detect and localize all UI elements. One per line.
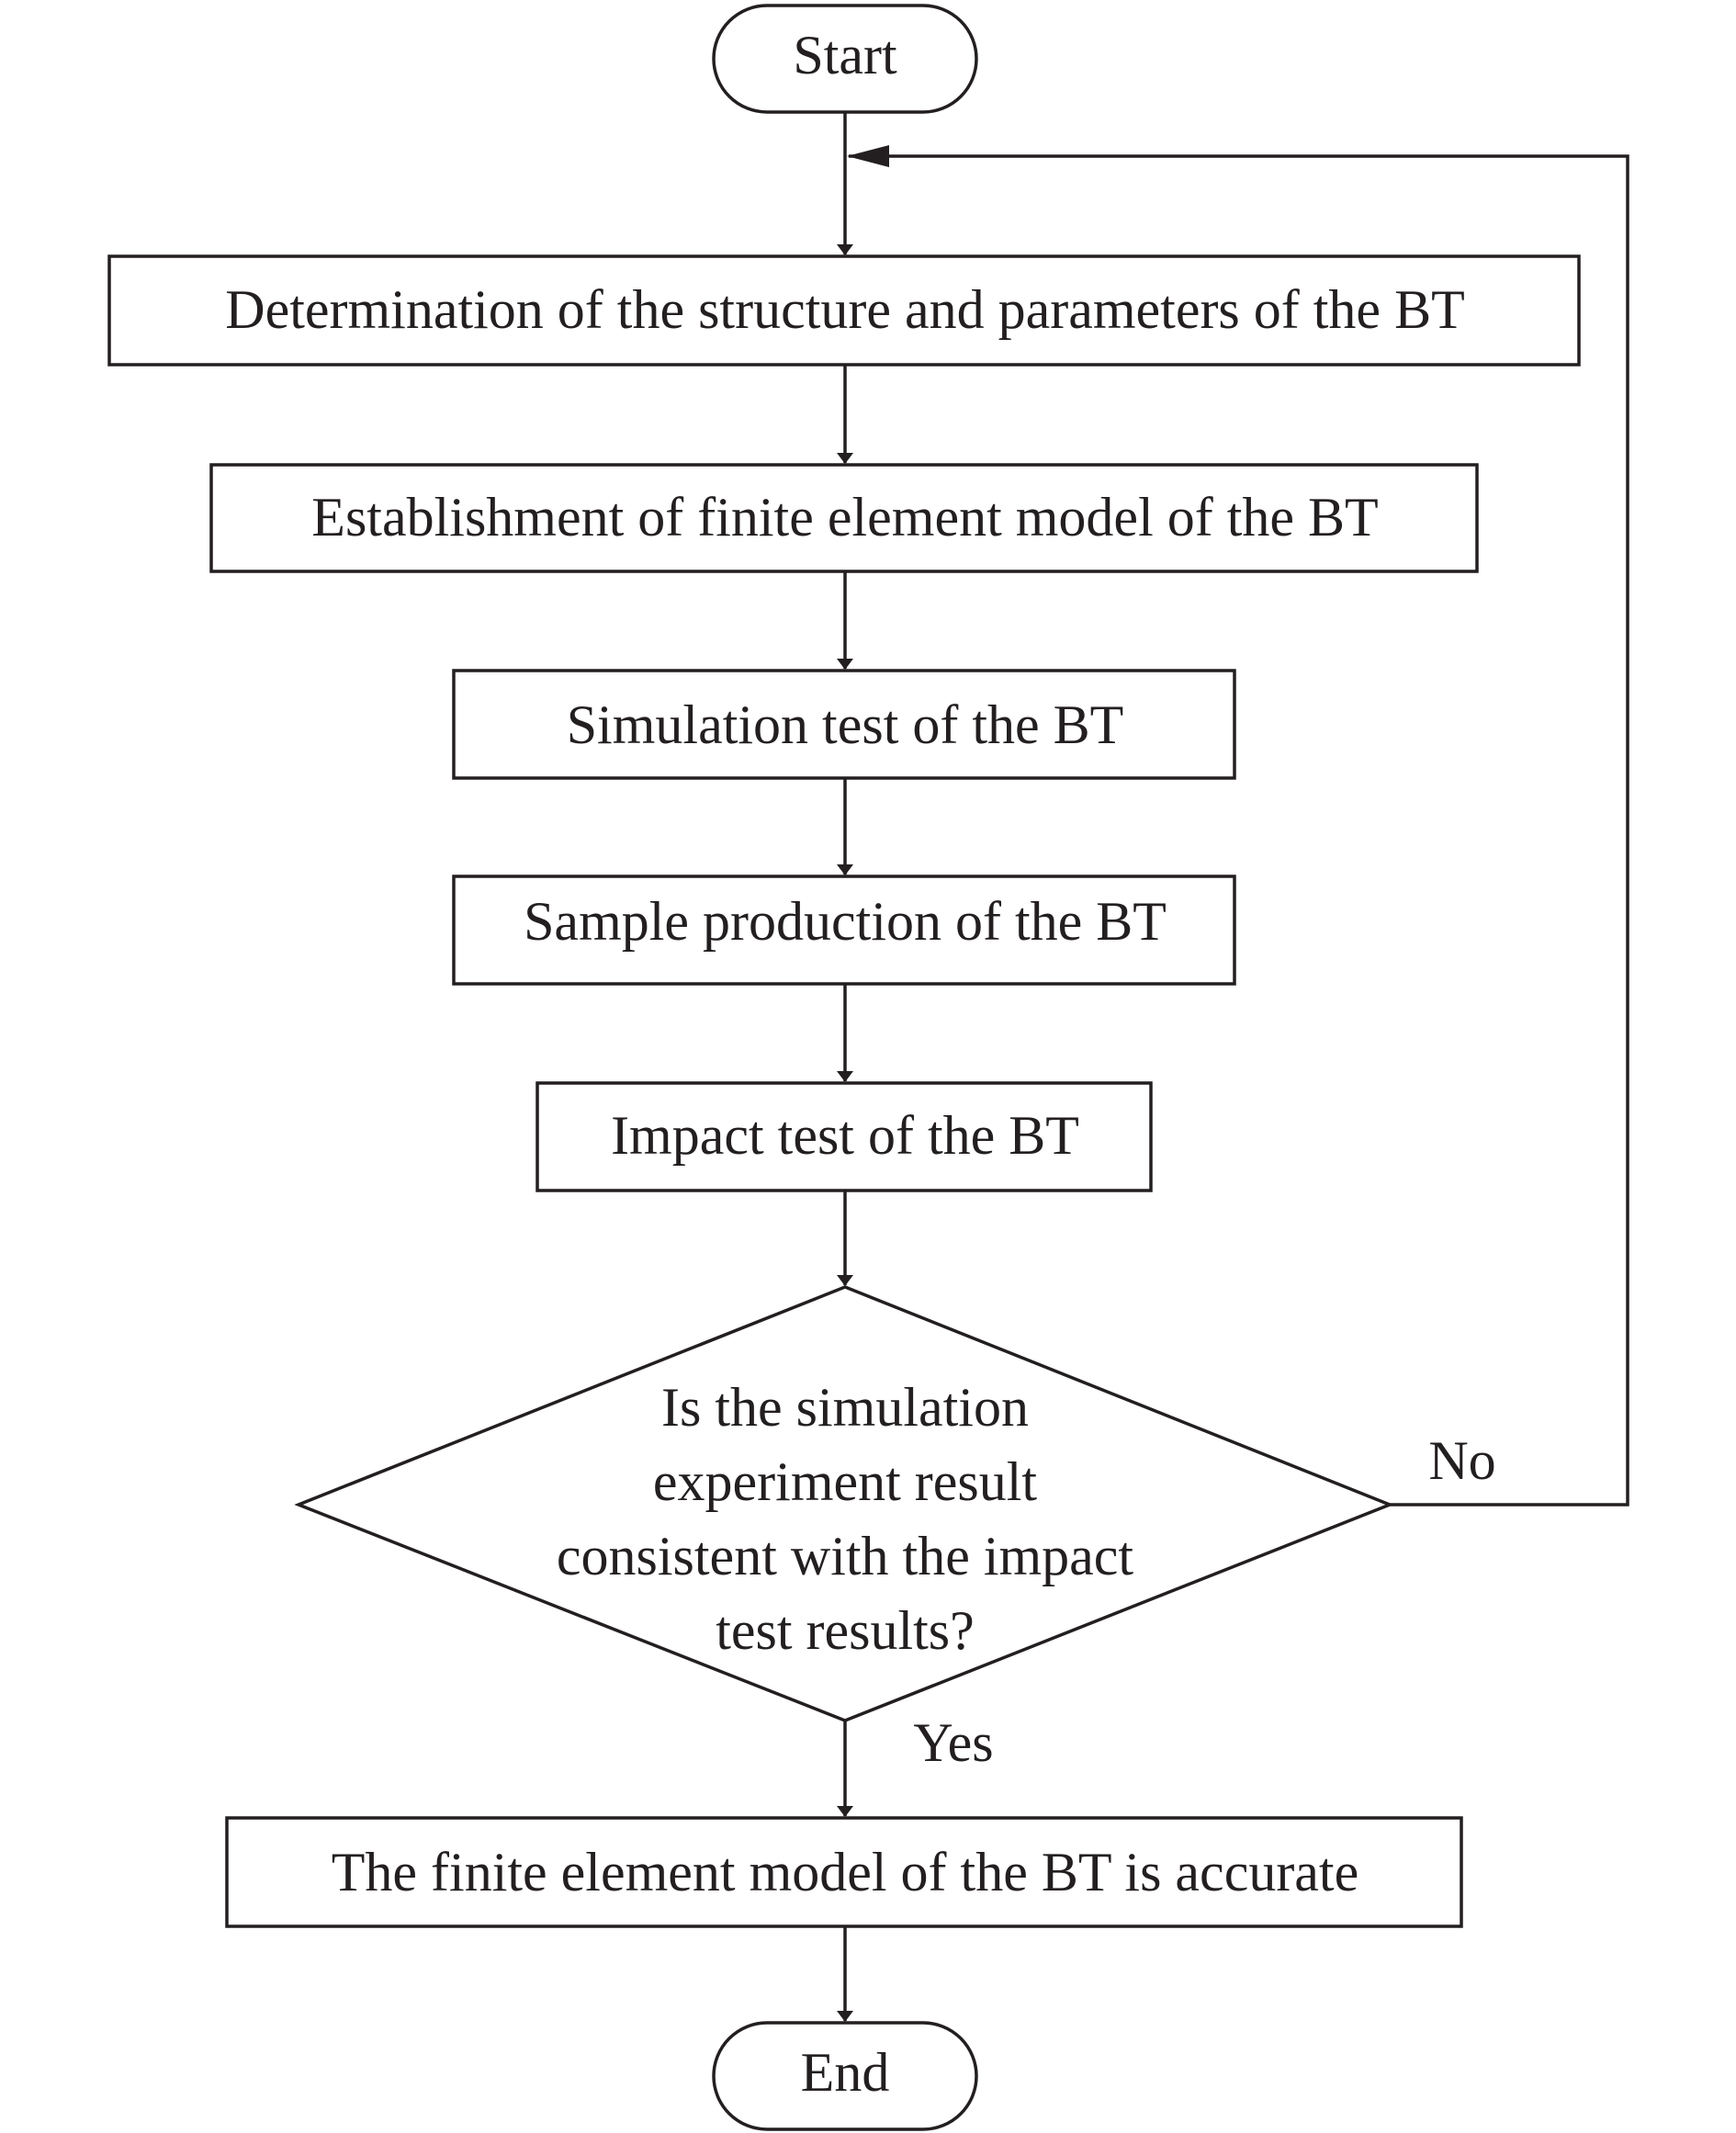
- step3-label: Simulation test of the BT: [567, 694, 1124, 755]
- decision-line-1: Is the simulation: [661, 1377, 1029, 1438]
- arrow-decision-no-loop: [849, 154, 1629, 1507]
- decision-line-4: test results?: [716, 1600, 975, 1661]
- step5-label: Impact test of the BT: [611, 1105, 1079, 1166]
- step1-label: Determination of the structure and param…: [225, 279, 1465, 340]
- yes-label: Yes: [913, 1712, 993, 1773]
- decision-line-2: experiment result: [653, 1451, 1038, 1512]
- no-label: No: [1428, 1430, 1495, 1491]
- step2-label: Establishment of finite element model of…: [311, 487, 1378, 547]
- step4-label: Sample production of the BT: [524, 891, 1167, 952]
- end-terminal: [712, 2021, 978, 2131]
- end-label: End: [801, 2042, 890, 2103]
- arrow-no-head: [847, 145, 889, 167]
- result-label: The finite element model of the BT is ac…: [332, 1842, 1358, 1902]
- decision-line-3: consistent with the impact: [557, 1526, 1134, 1586]
- start-label: Start: [793, 25, 897, 85]
